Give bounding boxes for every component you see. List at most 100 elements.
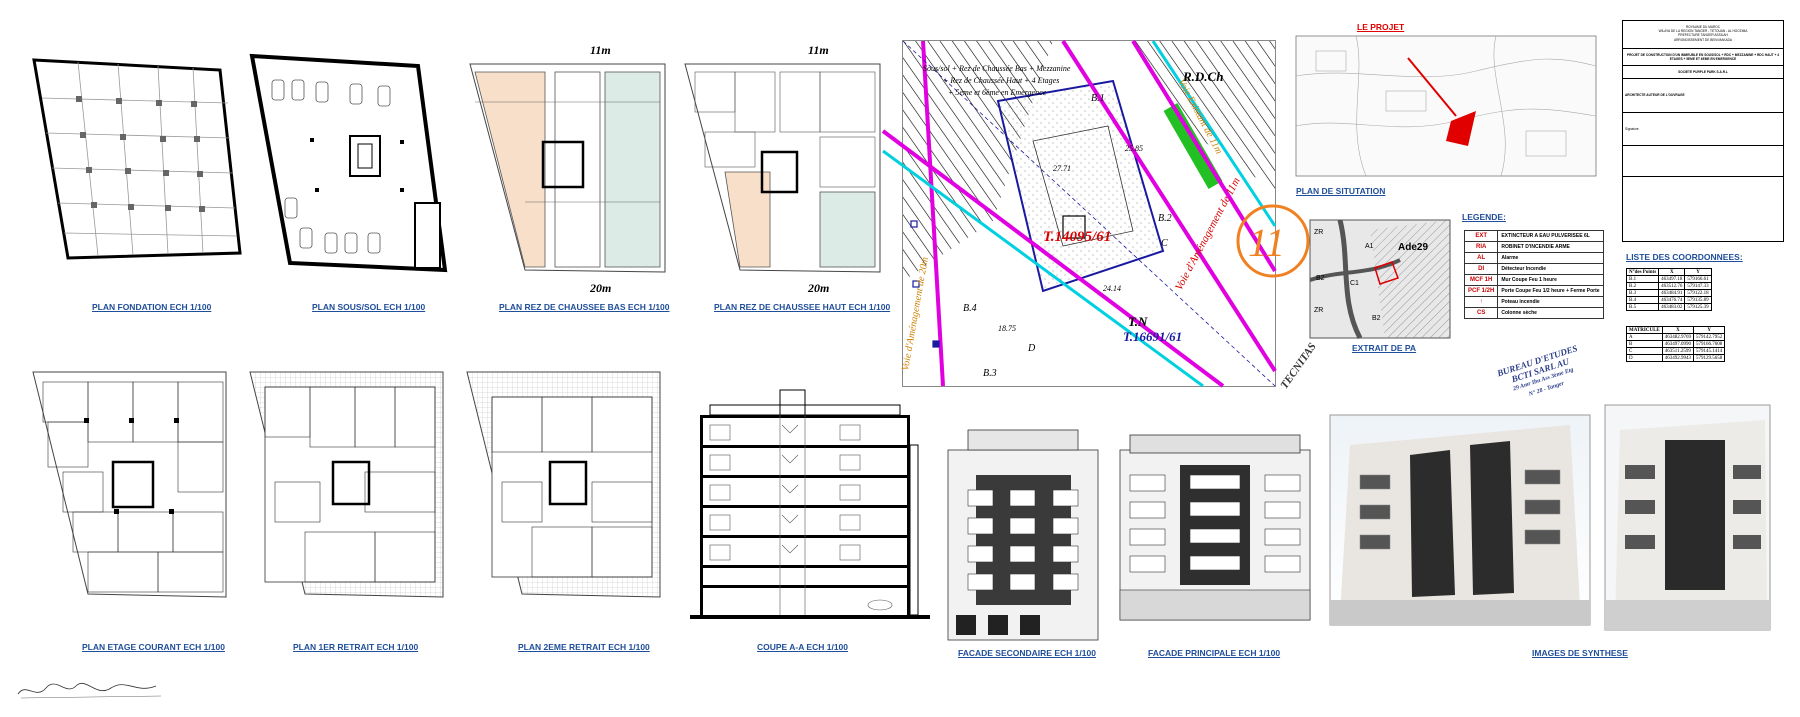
point-d: D (1027, 343, 1036, 354)
dim-4: 18.75 (998, 324, 1016, 333)
svg-text:20m: 20m (807, 281, 829, 295)
matricule-cell: 463497.0990 (1661, 340, 1695, 348)
coords-title: LISTE DES COORDONNEES: (1626, 252, 1743, 262)
title-block-line-4: ARRONDISSEMENT DE BENI MAKADA (1673, 37, 1733, 42)
coords-cell: 579122.18 (1684, 289, 1712, 297)
point-b3: B.3 (983, 368, 997, 379)
caption-facade-secondaire: FACADE SECONDAIRE ECH 1/100 (958, 648, 1096, 658)
coords-cell: B.2 (1625, 282, 1660, 290)
coords-cell: B.3 (1625, 289, 1660, 297)
coords-cell: 463483.02 (1658, 303, 1686, 311)
coords-header: Y (1684, 268, 1712, 276)
caption-images-synthese: IMAGES DE SYNTHESE (1532, 648, 1628, 658)
matricule-cell: 579145.1414 (1692, 347, 1726, 355)
coords-header: X (1658, 268, 1686, 276)
matricule-cell: 463482.9769 (1661, 333, 1695, 341)
legend-icon: DI (1463, 263, 1499, 275)
title-block: ROYAUME DU MAROC WILAYA DE LA REGION TAN… (1622, 20, 1784, 242)
matricule-cell: 579142.7952 (1692, 333, 1726, 341)
tecnitas-stamp: TECNITAS (1278, 340, 1319, 392)
plan-fondation-drawing (32, 58, 242, 260)
legend-icon: PCF 1/2H (1463, 285, 1499, 297)
extrait-pa-map: Ade29 ZR ZR B2 B2 C1 A1 (1309, 219, 1451, 340)
svg-text:ZR: ZR (1314, 307, 1323, 314)
caption-le-projet: LE PROJET (1357, 22, 1405, 32)
coords-cell: 579147.33 (1684, 282, 1712, 290)
matricule-header: X (1661, 326, 1695, 334)
svg-text:B2: B2 (1316, 275, 1325, 282)
title-block-line-2: WILAYA DE LA REGION TANGER - TETOUAN - A… (1658, 29, 1748, 34)
caption-coupe-aa: COUPE A-A ECH 1/100 (757, 642, 849, 652)
dim-1: 27.71 (1053, 164, 1071, 173)
bureau-etudes-stamp: BUREAU D'ETUDES BCTI SARL AU 29 Amr Ibn … (1495, 343, 1579, 398)
program-line-1: Sous/sol + Rez de Chaussée Bas + Mezzani… (923, 64, 1071, 73)
coupe-aa-drawing (690, 389, 930, 619)
legend-label: ROBINET D'INCENDIE ARME (1497, 241, 1604, 253)
title-block-projet: PROJET DE CONSTRUCTION D'UN IMMEUBLE EN … (1623, 47, 1783, 65)
dim-20m-label: 20m (589, 281, 611, 295)
point-c: C (1161, 238, 1168, 249)
coords-cell: B.5 (1625, 303, 1660, 311)
title-block-line-1: ROYAUME DU MAROC (1685, 25, 1721, 29)
legend-icon: AL (1463, 252, 1499, 264)
legend-label: Alarme (1497, 252, 1604, 264)
legend-label: Détecteur Incendie (1497, 263, 1604, 275)
title-block-architecte: ARCHITECTE AUTEUR DE L'OUVRAGE (1623, 78, 1783, 111)
road-width-badge: 11 (1248, 220, 1285, 265)
matricule-header: MATRICULE (1626, 326, 1663, 334)
facade-secondaire-drawing (947, 429, 1099, 641)
parcel-tn-label: T.N (1128, 314, 1148, 329)
legend-label: Colonne sèche (1497, 307, 1604, 319)
matricule-cell: D (1626, 354, 1663, 362)
caption-facade-principale: FACADE PRINCIPALE ECH 1/100 (1148, 648, 1281, 658)
point-b2: B.2 (1158, 213, 1172, 224)
parcel-main-label: T.14095/61 (1043, 229, 1111, 245)
coords-cell: 579166.61 (1684, 275, 1712, 283)
dim-11m-label: 11m (590, 43, 611, 57)
point-b4: B.4 (963, 303, 977, 314)
signature-scribble (17, 683, 162, 699)
rdc-label: R.D.Ch (1182, 69, 1223, 84)
legend-label: EXTINCTEUR A EAU PULVERISEE 6L (1497, 230, 1604, 242)
matricule-cell: 463511.2599 (1661, 347, 1695, 355)
plan-etage-courant-drawing (32, 371, 227, 598)
legend-label: Porte Coupe Feu 1/2 heure + Ferme Porte (1497, 285, 1604, 297)
program-line-3: + 5ème et 6ème en Emergence (948, 88, 1047, 97)
plan-rdc-haut-drawing: 11m 20m (684, 43, 881, 295)
svg-text:A1: A1 (1365, 243, 1374, 250)
caption-plan-2eme-retrait: PLAN 2EME RETRAIT ECH 1/100 (518, 642, 650, 652)
plan-sous-sol-drawing (249, 53, 448, 273)
matricule-cell: B (1626, 340, 1663, 348)
legend-label: Poteau incendie (1497, 296, 1604, 308)
matricule-cell: 579129.5658 (1692, 354, 1726, 362)
title-block-line-3: PREFECTURE TANGER ASSILAH (1678, 33, 1728, 38)
plan-1er-retrait-drawing (249, 371, 444, 598)
point-b1: B.1 (1091, 93, 1105, 104)
coords-cell: B.1 (1625, 275, 1660, 283)
caption-plan-etage-courant: PLAN ETAGE COURANT ECH 1/100 (82, 642, 225, 652)
render-2 (1604, 404, 1771, 631)
legend-icon: CS (1463, 307, 1499, 319)
title-block-proprietaire: SOCIETE PURPLE PARK S.A.R.L (1623, 65, 1783, 78)
svg-text:ZR: ZR (1314, 229, 1323, 236)
plan-de-masse-panel: 11 T.14095/61 T.N T.16691/61 R.D.Ch Sous… (881, 39, 1310, 388)
coords-header: N°des Points (1625, 268, 1660, 276)
dim-3: 24.14 (1103, 284, 1121, 293)
plan-rdc-bas-drawing: 11m 20m (469, 43, 666, 295)
plan-de-masse-drawing: 11 T.14095/61 T.N T.16691/61 R.D.Ch Sous… (881, 39, 1310, 388)
pa-zone-label: Ade29 (1398, 242, 1428, 253)
facade-principale-drawing (1119, 434, 1311, 621)
coords-cell: 463476.74 (1658, 296, 1686, 304)
coords-cell: 579125.39 (1684, 303, 1712, 311)
caption-extrait-pa: EXTRAIT DE PA (1352, 343, 1417, 353)
